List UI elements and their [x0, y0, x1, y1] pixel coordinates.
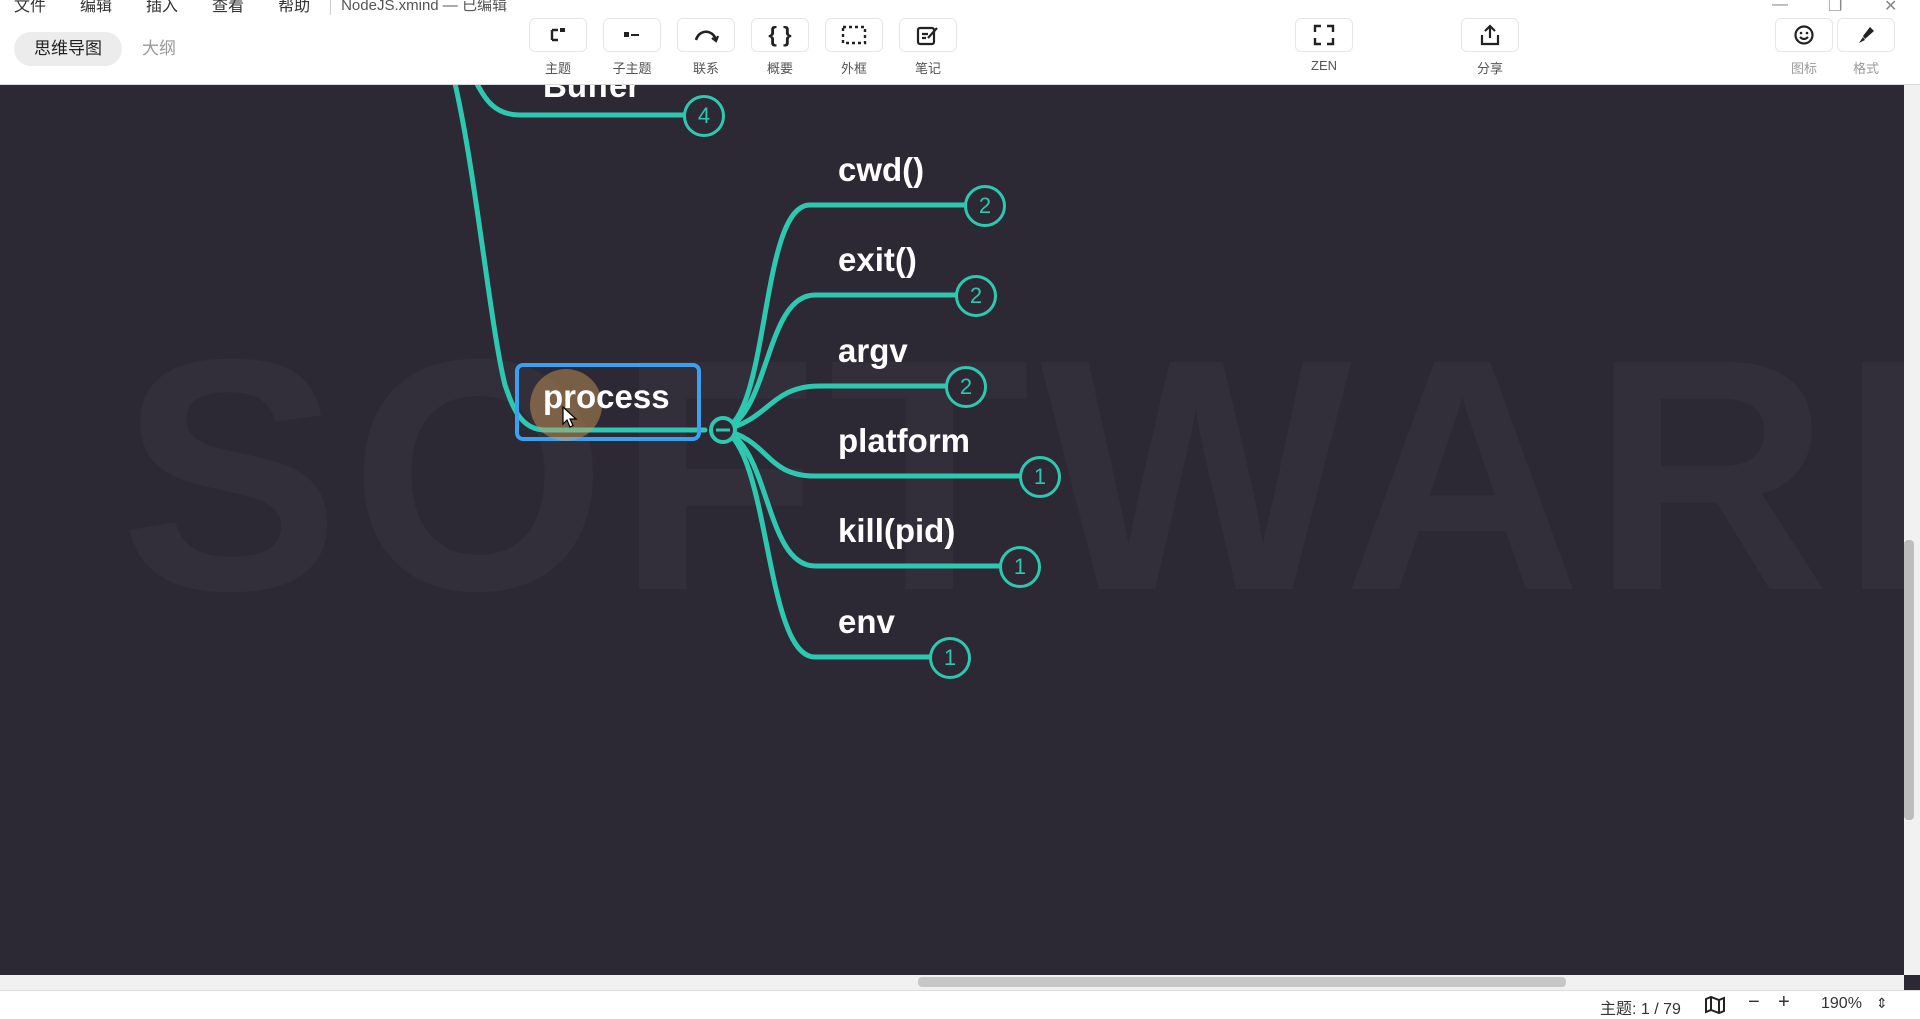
note-tool[interactable]: 笔记: [898, 18, 958, 77]
topic-button[interactable]: [529, 18, 587, 52]
braces-icon: { }: [768, 22, 792, 47]
format-tool[interactable]: 格式: [1836, 18, 1896, 77]
zoom-out-icon[interactable]: −: [1748, 991, 1760, 1013]
zoom-in-icon[interactable]: +: [1778, 991, 1790, 1013]
menu-insert[interactable]: 插入: [146, 0, 179, 15]
cwd-count-badge[interactable]: 2: [964, 185, 1006, 227]
branch-to-cwd: [720, 202, 973, 433]
format-panel-button[interactable]: [1837, 18, 1895, 52]
top-toolbar: 文件 编辑 插入 查看 帮助 NodeJS.xmind — 已编辑 — ❐ ✕ …: [0, 0, 1920, 85]
subtopic-icon: [624, 32, 639, 37]
branch-lines: [452, 85, 1025, 660]
icon-label: 图标: [1790, 61, 1817, 76]
menu-bar: 文件 编辑 插入 查看 帮助 NodeJS.xmind — 已编辑: [0, 0, 507, 15]
mindmap-canvas[interactable]: SOFTWARE EDUCATION Buffer 4 process cwd(…: [0, 85, 1904, 975]
selected-topic-frame[interactable]: [515, 363, 701, 441]
branch-to-argv: [720, 383, 953, 433]
document-title: NodeJS.xmind — 已编辑: [330, 0, 507, 15]
menu-view[interactable]: 查看: [212, 0, 245, 15]
branch-to-kill: [720, 427, 1005, 569]
subtopic-button[interactable]: [603, 18, 661, 52]
boundary-icon: [841, 25, 867, 45]
env-count-badge[interactable]: 1: [929, 637, 971, 679]
format-label: 格式: [1852, 61, 1879, 76]
boundary-button[interactable]: [825, 18, 883, 52]
topic-cwd[interactable]: cwd(): [838, 151, 925, 188]
topic-tool[interactable]: 主题: [528, 18, 588, 77]
platform-count-badge[interactable]: 1: [1019, 456, 1061, 498]
exit-count-badge[interactable]: 2: [955, 275, 997, 317]
topic-argv[interactable]: argv: [838, 332, 908, 369]
minimize-icon[interactable]: —: [1772, 0, 1788, 13]
kill-count-badge[interactable]: 1: [999, 546, 1041, 588]
note-button[interactable]: [899, 18, 957, 52]
menu-help[interactable]: 帮助: [278, 0, 311, 15]
share-icon: [1480, 24, 1500, 46]
menu-edit[interactable]: 编辑: [80, 0, 113, 15]
share-button[interactable]: [1461, 18, 1519, 52]
summary-button[interactable]: { }: [751, 18, 809, 52]
topic-label: 主题: [544, 61, 571, 76]
close-icon[interactable]: ✕: [1884, 0, 1898, 15]
topic-icon: [550, 28, 565, 42]
zen-label: ZEN: [1311, 58, 1337, 73]
cursor-highlight: [530, 369, 602, 441]
topic-platform[interactable]: platform: [838, 422, 970, 459]
summary-tool[interactable]: { } 概要: [750, 18, 810, 77]
fullscreen-icon: [1313, 24, 1335, 46]
icon-panel-button[interactable]: [1775, 18, 1833, 52]
subtopic-label: 子主题: [612, 61, 652, 76]
restore-icon[interactable]: ❐: [1828, 0, 1843, 15]
vertical-scroll-thumb[interactable]: [1904, 540, 1914, 820]
note-icon: [916, 26, 938, 46]
tab-outline[interactable]: 大纲: [142, 39, 176, 58]
tab-mindmap[interactable]: 思维导图: [14, 32, 122, 66]
topic-count: 主题: 1 / 79: [1600, 1001, 1681, 1018]
map-view-icon[interactable]: [1704, 995, 1726, 1015]
topic-kill[interactable]: kill(pid): [838, 512, 956, 549]
mouse-cursor-icon: [562, 405, 578, 428]
branch-to-platform: [720, 427, 1025, 479]
note-label: 笔记: [914, 61, 941, 76]
branch-to-process: [452, 85, 708, 433]
boundary-label: 外框: [840, 61, 867, 76]
boundary-tool[interactable]: 外框: [824, 18, 884, 77]
zen-tool[interactable]: ZEN: [1294, 18, 1354, 73]
horizontal-scroll-thumb[interactable]: [918, 977, 1566, 987]
icon-tool[interactable]: 图标: [1774, 18, 1834, 77]
argv-count-badge[interactable]: 2: [945, 366, 987, 408]
relationship-button[interactable]: [677, 18, 735, 52]
topic-exit[interactable]: exit(): [838, 241, 917, 278]
branch-to-env: [720, 427, 935, 660]
brush-icon: [1859, 27, 1874, 43]
share-tool[interactable]: 分享: [1460, 18, 1520, 77]
topic-env[interactable]: env: [838, 603, 895, 640]
status-bar: 主题: 1 / 79 − + 190% ⇕: [0, 990, 1920, 1019]
smiley-icon: [1794, 25, 1814, 45]
share-label: 分享: [1476, 61, 1503, 76]
view-switch: 思维导图 大纲: [14, 32, 196, 66]
zoom-level[interactable]: 190%: [1821, 995, 1862, 1012]
buffer-count-badge[interactable]: 4: [683, 95, 725, 137]
summary-label: 概要: [766, 61, 793, 76]
zen-button[interactable]: [1295, 18, 1353, 52]
zoom-stepper-icon[interactable]: ⇕: [1876, 995, 1888, 1011]
relationship-label: 联系: [692, 61, 719, 76]
vertical-scrollbar[interactable]: [1904, 85, 1920, 975]
relationship-tool[interactable]: 联系: [676, 18, 736, 77]
menu-file[interactable]: 文件: [14, 0, 47, 15]
child-branches: [720, 202, 1025, 660]
branch-to-exit: [720, 292, 963, 433]
subtopic-tool[interactable]: 子主题: [602, 18, 662, 77]
relationship-icon: [694, 30, 719, 43]
topic-buffer[interactable]: Buffer: [543, 85, 641, 104]
branch-to-buffer: [474, 85, 688, 118]
